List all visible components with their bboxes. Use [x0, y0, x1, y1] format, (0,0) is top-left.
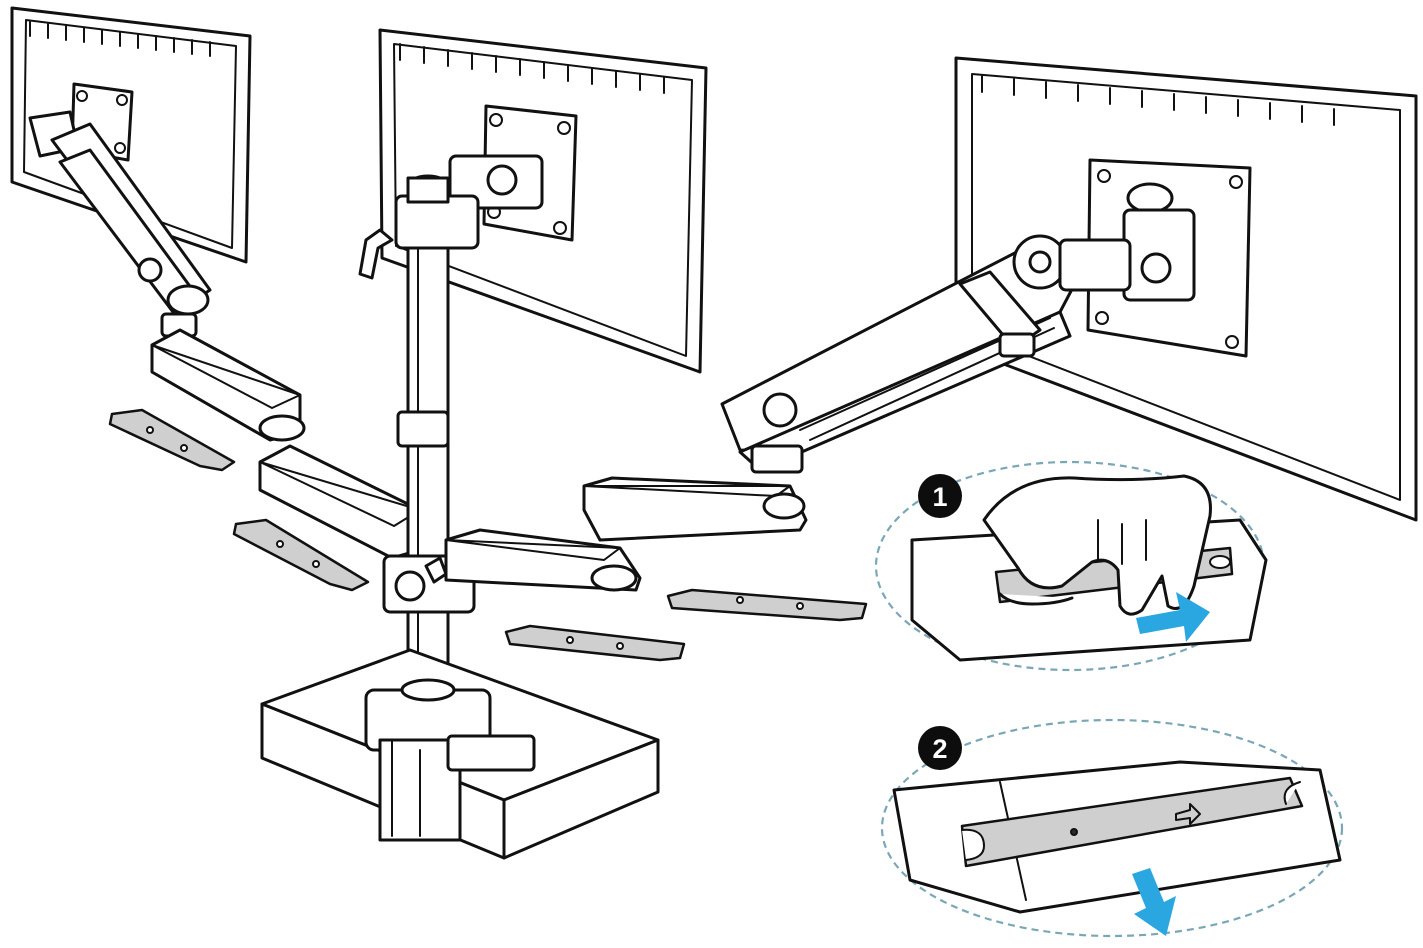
desk-clamp-icon — [364, 678, 536, 842]
step-badge-2: 2 — [918, 726, 962, 770]
left-lower-arm — [150, 328, 422, 560]
left-monitor-vents — [29, 21, 211, 57]
cover-plate-1 — [108, 408, 236, 472]
center-monitor-vents — [399, 43, 665, 94]
callout-step-2 — [880, 718, 1344, 938]
left-monitor — [10, 6, 252, 264]
direction-arrow-icon-down — [1132, 868, 1176, 936]
left-upper-arm — [28, 110, 212, 338]
step-number-2: 2 — [932, 734, 947, 764]
pole-icon — [358, 174, 480, 722]
callout-step-1 — [874, 460, 1268, 672]
direction-arrow-icon — [1136, 592, 1210, 642]
arm-cover-plate-icon — [108, 408, 868, 662]
step-badge-1: 1 — [918, 474, 962, 518]
cover-plate-4 — [666, 588, 868, 622]
cover-plate-3 — [504, 624, 686, 662]
right-monitor-vents — [981, 75, 1335, 126]
center-arm — [444, 476, 808, 592]
step-number-1: 1 — [932, 482, 947, 512]
cover-plate-2 — [232, 518, 370, 592]
hand-icon — [982, 474, 1212, 616]
center-monitor — [378, 28, 708, 374]
right-upper-arm — [720, 234, 1132, 474]
